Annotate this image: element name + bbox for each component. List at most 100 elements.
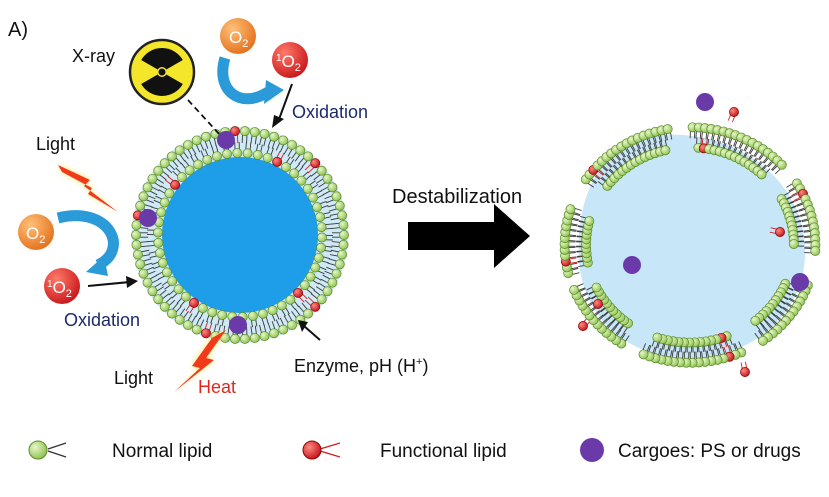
lipid-head: [180, 291, 191, 302]
lipid-head: [184, 165, 195, 176]
lipid-head: [313, 252, 324, 263]
lipid-head: [217, 310, 228, 321]
lipid-head: [262, 152, 273, 163]
lipid-head: [230, 333, 241, 344]
singlet-oxygen-left: 1O2: [44, 268, 80, 304]
lipid-head: [258, 308, 268, 319]
lipid-head: [201, 131, 211, 142]
lipid-head: [338, 220, 349, 231]
lipid-head: [159, 158, 170, 169]
lipid-head: [281, 162, 291, 173]
cargo-molecules: [623, 93, 809, 291]
lipid-head: [207, 307, 218, 318]
conversion-arrow-top: [217, 56, 271, 105]
lipid-head: [278, 324, 289, 335]
lipid-head: [153, 294, 164, 305]
svg-text:O2: O2: [26, 224, 45, 246]
lipid-head: [132, 249, 143, 260]
lipid-head: [591, 282, 602, 293]
lipid-head: [191, 135, 202, 146]
xray-beam-line: [187, 99, 221, 136]
oxidation-label-left: Oxidation: [64, 310, 140, 330]
oxidation-pointer-left: [87, 281, 131, 287]
lipid-head: [660, 145, 671, 156]
lipid-head: [159, 301, 170, 312]
lipid-head: [776, 159, 787, 170]
functional-lipid-head: [310, 158, 321, 169]
lipid-head: [135, 200, 146, 211]
legend: Normal lipid Functional lipid Cargoes: P…: [28, 438, 801, 462]
lipid-head: [331, 268, 342, 279]
leaking-core: [578, 134, 806, 359]
lipid-head: [317, 232, 327, 243]
lipid-head: [138, 268, 149, 279]
lipid-head: [167, 276, 178, 287]
cargo-molecule: [791, 273, 809, 291]
functional-lipid-head: [293, 287, 304, 298]
destabilized-liposome: [559, 93, 821, 377]
lipid-head: [337, 210, 348, 221]
lipid-head: [662, 124, 673, 135]
lipid-head: [289, 168, 300, 179]
o2-molecule-top: O2: [220, 18, 256, 54]
lipid-head: [183, 139, 193, 150]
functional-lipid-head: [310, 301, 321, 312]
cargo-molecule: [229, 316, 247, 334]
lipid-head: [197, 303, 208, 314]
lipid-head: [758, 335, 768, 346]
lipid-head: [191, 324, 202, 335]
heat-label: Heat: [198, 377, 236, 397]
lipid-head: [239, 333, 250, 344]
lipid-head: [222, 149, 233, 159]
lipid-head: [193, 159, 204, 170]
functional-lipid-head: [593, 299, 603, 309]
lipid-head: [810, 245, 821, 256]
lipid-head: [247, 311, 258, 321]
lipid-head: [337, 249, 348, 260]
lipid-head: [565, 204, 576, 215]
lipid-head: [174, 314, 185, 325]
lipid-head: [788, 239, 799, 249]
functional-lipid-head: [230, 126, 241, 137]
lipid-head: [232, 148, 243, 158]
legend-normal-lipid-icon: [28, 440, 67, 460]
lipid-head: [331, 191, 342, 202]
lipid-head: [162, 267, 172, 278]
oxidation-pointer-top: [277, 83, 293, 123]
legend-cargo-icon: [580, 438, 604, 462]
lipid-head: [259, 331, 270, 342]
lipid-head: [176, 172, 187, 183]
enzyme-pointer: [303, 325, 321, 341]
lipid-head: [156, 207, 167, 218]
lipid-head: [155, 248, 165, 258]
lipid-head: [278, 135, 289, 146]
lipid-head: [269, 131, 279, 142]
lipid-head: [142, 182, 153, 193]
lipid-head: [327, 182, 338, 193]
lipid-head: [316, 222, 327, 233]
lipid-head: [316, 242, 326, 253]
lipid-head: [252, 149, 263, 160]
aqueous-core: [162, 157, 318, 313]
functional-lipid-head: [170, 179, 181, 190]
lipid-head: [569, 284, 580, 295]
lipid-head: [239, 126, 250, 137]
lipid-head: [276, 300, 287, 311]
lipid-head: [316, 165, 327, 176]
lipid-head: [750, 315, 761, 326]
lipid-head: [334, 259, 345, 270]
singlet-oxygen-top: 1O2: [272, 42, 308, 78]
lipid-head: [202, 154, 213, 165]
lipid-heads: [131, 126, 349, 344]
lipid-head: [322, 173, 333, 184]
lipid-head: [652, 332, 663, 343]
lipid-head: [295, 145, 306, 156]
lipid-head: [334, 200, 345, 211]
svg-text:1O2: 1O2: [276, 52, 301, 74]
lipid-head: [322, 286, 333, 297]
lipid-head: [302, 183, 313, 194]
lipid-head: [285, 294, 296, 305]
lipid-head: [174, 145, 185, 156]
functional-lipid-head: [201, 328, 211, 339]
